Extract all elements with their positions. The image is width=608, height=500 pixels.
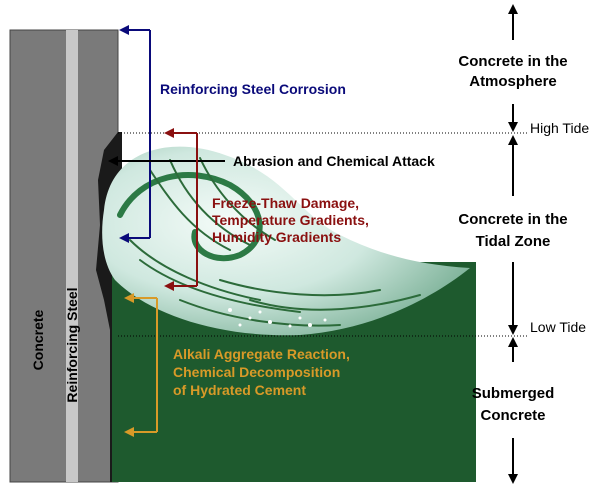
reinforcing-steel-label: Reinforcing Steel bbox=[64, 287, 80, 402]
abrasion-label: Abrasion and Chemical Attack bbox=[233, 153, 435, 169]
alkali-label-line3: of Hydrated Cement bbox=[173, 382, 306, 398]
atmosphere-zone-label-line2: Atmosphere bbox=[469, 73, 557, 90]
concrete-label: Concrete bbox=[30, 309, 46, 370]
wave-streaks bbox=[129, 157, 421, 327]
alkali-label-line1: Alkali Aggregate Reaction, bbox=[173, 346, 350, 362]
freeze-thaw-label-line2: Temperature Gradients, bbox=[212, 212, 369, 228]
high-tide-label-bg bbox=[527, 120, 603, 138]
freeze-thaw-label-line3: Humidity Gradients bbox=[212, 229, 341, 245]
wave-spray bbox=[228, 308, 327, 328]
high-tide-label: High Tide bbox=[530, 120, 589, 136]
submerged-zone-label-line1: Submerged bbox=[472, 385, 555, 402]
alkali-label-line2: Chemical Decomposition bbox=[173, 364, 340, 380]
atmosphere-zone-label-line1: Concrete in the bbox=[458, 53, 567, 70]
low-tide-label-bg bbox=[527, 319, 601, 337]
low-tide-label: Low Tide bbox=[530, 319, 586, 335]
tidal-zone-label-line1: Concrete in the bbox=[458, 211, 567, 228]
wave-curl bbox=[117, 172, 263, 262]
steel-corrosion-label: Reinforcing Steel Corrosion bbox=[160, 81, 346, 97]
submerged-zone-label-line2: Concrete bbox=[480, 407, 545, 424]
tidal-zone-label-line2: Tidal Zone bbox=[476, 233, 551, 250]
reinforcing-steel-bar bbox=[66, 30, 78, 482]
freeze-thaw-label-line1: Freeze-Thaw Damage, bbox=[212, 195, 359, 211]
